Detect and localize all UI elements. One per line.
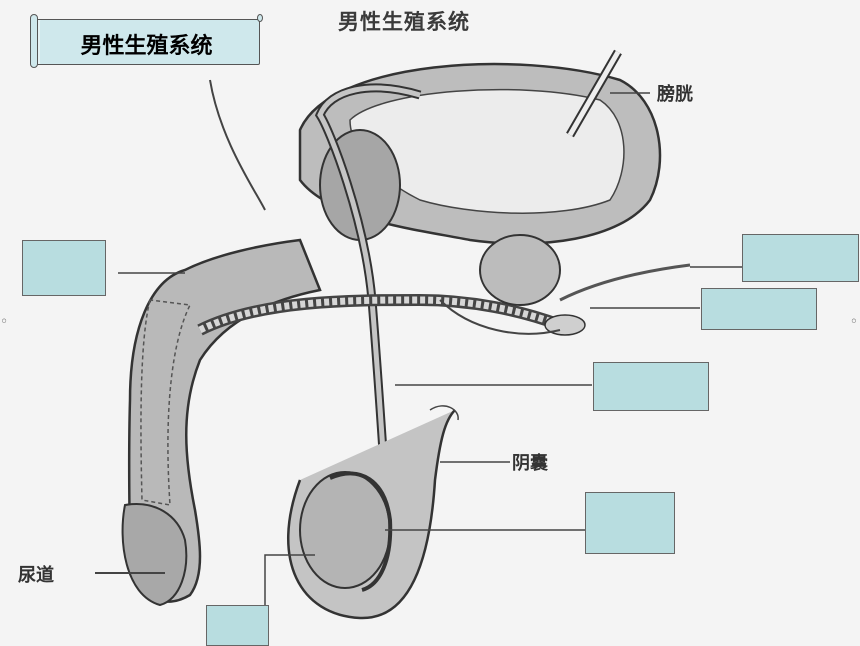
testis — [299, 471, 391, 589]
resize-handle-right[interactable]: ◦ — [849, 314, 858, 330]
resize-handle-left[interactable]: ◦ — [0, 314, 9, 330]
bladder-inner — [349, 88, 625, 214]
prostate — [479, 234, 561, 306]
rectum — [439, 299, 561, 335]
answer-box-2[interactable] — [742, 234, 859, 282]
scrotum-label: 阴囊 — [512, 453, 548, 474]
seminal-vesicle — [559, 263, 691, 302]
bladder-label: 膀胱 — [657, 84, 693, 105]
epididymis — [329, 471, 393, 592]
answer-box-4[interactable] — [593, 362, 709, 411]
penis-shaft — [127, 238, 322, 603]
answer-box-5[interactable] — [585, 492, 675, 554]
corpus-cavernosum — [140, 299, 192, 506]
answer-box-6[interactable] — [206, 605, 269, 646]
glans — [121, 503, 188, 607]
slide-title-text: 男性生殖系统 — [80, 34, 213, 59]
slide-title-banner: 男性生殖系统 — [30, 14, 263, 68]
skin-outline-right — [429, 405, 459, 421]
printed-diagram-title: 男性生殖系统 — [338, 9, 470, 34]
answer-box-3[interactable] — [701, 288, 817, 330]
bulbourethral-gland — [544, 314, 586, 336]
leader-box-6 — [264, 554, 315, 605]
skin-outline — [209, 79, 266, 211]
answer-box-1[interactable] — [22, 240, 106, 296]
urethra-label: 尿道 — [18, 565, 54, 586]
